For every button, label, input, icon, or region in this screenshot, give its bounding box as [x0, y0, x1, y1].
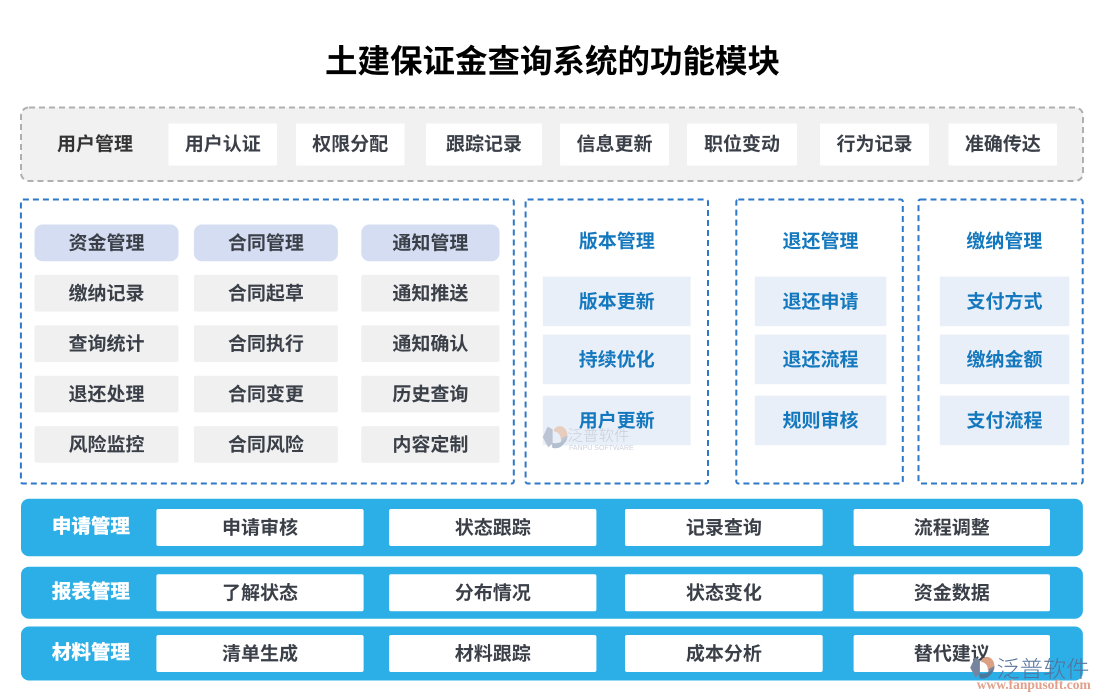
svg-text:FANPU SOFTWARE: FANPU SOFTWARE [569, 445, 634, 452]
svg-text:www.fanpusoft.com: www.fanpusoft.com [977, 677, 1092, 692]
